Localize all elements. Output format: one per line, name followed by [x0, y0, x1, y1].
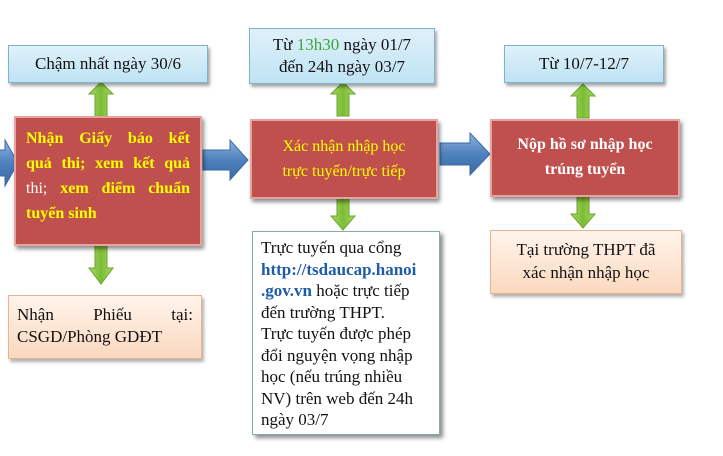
online-line3: .gov.vn hoặc trực tiếp: [261, 281, 410, 300]
step3-line2: trúng tuyển: [544, 161, 626, 178]
online-line8: NV) trên web đến 24h: [261, 388, 414, 408]
bottom3-line2: xác nhận nhập học: [522, 263, 650, 282]
online-line6: đổi nguyện vọng nhập: [261, 345, 413, 365]
green-arrow-down-step1-icon: [88, 244, 114, 285]
blue-arrow-step1-to-step2-icon: [202, 138, 249, 182]
bottom1-line2: CSGD/Phòng GDĐT: [17, 327, 162, 346]
top-box-submit-text: Từ 10/7-12/7: [539, 54, 629, 73]
portal-link-part1[interactable]: http://tsdaucap.hanoi: [261, 259, 417, 279]
bottom-box-at-school: Tại trường THPT đã xác nhận nhập học: [490, 230, 682, 294]
time-highlight: 13h30: [296, 35, 340, 54]
online-line5: Trực tuyến được phép: [261, 324, 412, 343]
step-receive-results: Nhận Giấy báo kết quả thi; xem kết quả t…: [14, 116, 202, 246]
bottom3-line1: Tại trường THPT đã: [516, 240, 656, 259]
step2-line1: Xác nhận nhập học: [282, 138, 406, 155]
step1-line1: Nhận Giấy báo kết: [26, 130, 190, 147]
portal-link-part2[interactable]: .gov.vn: [261, 281, 313, 300]
online-line9: ngày 03/7: [261, 410, 329, 429]
top-box-deadline: Chậm nhất ngày 30/6: [8, 45, 208, 83]
online-line1: Trực tuyến qua cổng: [261, 238, 402, 257]
green-arrow-up-step2-icon: [329, 81, 357, 117]
bottom-box-online-instructions: Trực tuyến qua cổng http://tsdaucap.hano…: [252, 231, 440, 435]
bottom1-line1: Nhận Phiếu tại:: [17, 305, 193, 324]
top-box-submit-period: Từ 10/7-12/7: [504, 45, 664, 83]
top-box-confirm-line1: Từ 13h30 ngày 01/7: [272, 35, 412, 54]
step-confirm-enrollment: Xác nhận nhập học trực tuyến/trực tiếp: [250, 119, 438, 199]
top-box-deadline-text: Chậm nhất ngày 30/6: [35, 54, 181, 73]
top-box-confirm-line2: đến 24h ngày 03/7: [278, 57, 406, 76]
step1-line4: tuyển sinh: [26, 205, 97, 222]
green-arrow-up-step3-icon: [569, 83, 597, 119]
step-submit-documents: Nộp hồ sơ nhập học trúng tuyển: [490, 119, 680, 197]
green-arrow-up-step1-icon: [87, 81, 115, 119]
green-arrow-down-step3-icon: [569, 195, 597, 229]
step2-line2: trực tuyến/trực tiếp: [282, 163, 406, 180]
online-line7: học (nếu trúng nhiều: [261, 367, 403, 386]
green-arrow-down-step2-icon: [329, 197, 357, 231]
top-box-confirm-period: Từ 13h30 ngày 01/7 đến 24h ngày 03/7: [249, 28, 435, 84]
blue-arrow-step2-to-step3-icon: [439, 131, 491, 177]
bottom-box-receive-form: Nhận Phiếu tại: CSGD/Phòng GDĐT: [8, 295, 202, 359]
online-line4: đến trường THPT.: [261, 302, 385, 322]
step1-line2: quả thi; xem kết quả: [26, 155, 190, 172]
step3-line1: Nộp hồ sơ nhập học: [517, 136, 653, 153]
blue-arrow-left-entry-icon: [0, 138, 19, 188]
step1-line3: thi; xem điểm chuẩn: [26, 180, 191, 197]
